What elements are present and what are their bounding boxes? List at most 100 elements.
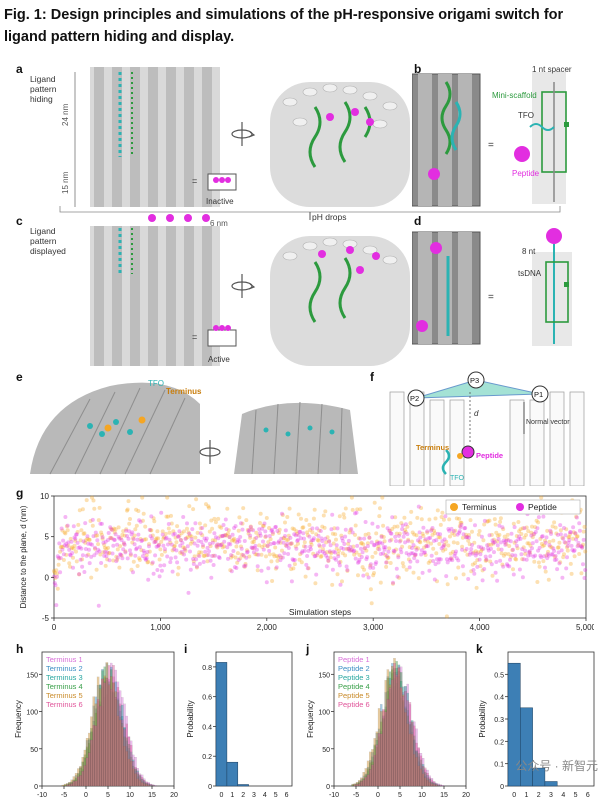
histogram-bar-peptide-4 [417, 753, 420, 787]
histogram-bar-peptide-4 [373, 744, 376, 787]
legend-box [445, 499, 581, 515]
scatter-point-terminus [546, 577, 551, 582]
histogram-bar-terminus-1 [94, 729, 98, 787]
scatter-point-peptide [372, 542, 377, 547]
scatter-point-terminus [370, 554, 375, 559]
scatter-point-terminus [77, 508, 82, 513]
scatter-point-peptide [74, 532, 79, 537]
scatter-point-terminus [437, 542, 442, 546]
scatter-point-peptide [498, 558, 503, 563]
histogram-bar-terminus-2 [94, 696, 98, 787]
histogram-bar-peptide-5 [435, 784, 438, 787]
scatter-point-peptide [144, 557, 148, 562]
histogram-bar-peptide-5 [419, 769, 423, 787]
scatter-point-terminus [527, 541, 531, 546]
scatter-point-peptide [267, 548, 272, 553]
panel-a-side-label: Ligand pattern hiding [30, 74, 57, 104]
histogram-bar-terminus-6 [77, 776, 80, 787]
scatter-point-terminus [428, 559, 433, 564]
scatter-point-terminus [313, 581, 318, 586]
scatter-point-terminus [581, 542, 585, 547]
scatter-point-terminus [479, 547, 484, 552]
scatter-point-peptide [432, 538, 436, 543]
scatter-point-terminus [167, 530, 172, 535]
histogram-bar-peptide-2 [399, 698, 403, 787]
y-tick-label: 150 [318, 672, 330, 679]
scatter-point-terminus [263, 535, 268, 539]
scatter-point-peptide [108, 525, 113, 530]
scatter-point-peptide [72, 535, 77, 540]
histogram-bar-terminus-6 [92, 725, 95, 787]
scatter-point-terminus [91, 498, 96, 503]
scatter-point-peptide [386, 549, 391, 554]
histogram-bar-terminus-4 [127, 744, 131, 787]
scatter-point-peptide [57, 541, 62, 546]
histogram-bar-terminus-6 [123, 728, 126, 787]
scatter-point-terminus [312, 507, 317, 512]
scatter-point-peptide [310, 526, 315, 531]
histogram-bar-peptide-2 [437, 785, 440, 787]
histogram-bar-terminus-5 [121, 726, 124, 787]
scatter-point-peptide [441, 544, 446, 549]
scatter-point-peptide [194, 564, 199, 569]
histogram-bar-terminus-5 [123, 746, 126, 787]
scatter-point-terminus [161, 536, 166, 541]
scatter-point-terminus [127, 521, 132, 526]
scatter-point-peptide [70, 551, 75, 555]
histogram-bar-peptide-4 [406, 715, 409, 787]
histogram-bar-peptide-6 [432, 781, 436, 787]
scatter-point-terminus [254, 530, 259, 535]
scatter-point-terminus [337, 548, 341, 553]
scatter-point-terminus [256, 533, 261, 538]
scatter-point-terminus [87, 537, 92, 542]
histogram-bar-peptide-6 [364, 776, 368, 787]
scatter-point-terminus [132, 533, 137, 538]
histogram-bar-terminus-6 [149, 784, 153, 787]
histogram-bar-peptide-5 [432, 784, 436, 787]
scatter-point-terminus [383, 552, 388, 557]
histogram-bar-terminus-6 [121, 719, 124, 787]
scatter-point-peptide [311, 536, 316, 541]
scatter-point-terminus [217, 524, 222, 529]
rotate-icon [231, 122, 256, 146]
x-tick-label: 15 [148, 792, 156, 799]
scatter-point-terminus [411, 570, 416, 575]
scatter-point-terminus [249, 527, 254, 532]
scatter-point-terminus [454, 576, 458, 581]
x-tick-label: 5 [274, 792, 278, 799]
scatter-point-peptide [236, 557, 241, 562]
scatter-point-terminus [353, 532, 357, 537]
scatter-point-peptide [484, 557, 489, 562]
scatter-point-peptide [116, 534, 121, 539]
y-tick-label: 0 [208, 784, 212, 791]
scatter-point-peptide [569, 543, 574, 548]
scatter-point-peptide [229, 553, 234, 558]
histogram-bar-peptide-3 [351, 785, 354, 787]
scatter-point-terminus [299, 560, 304, 565]
scatter-point-terminus [259, 552, 264, 557]
histogram-bar-terminus-5 [61, 784, 65, 787]
scatter-point-terminus [235, 560, 240, 565]
scatter-point-peptide [388, 531, 393, 536]
scatter-point-terminus [78, 538, 83, 543]
scatter-point-terminus [242, 564, 247, 569]
scatter-point-terminus [246, 531, 251, 536]
scatter-point-terminus [445, 582, 450, 587]
histogram-bar-terminus-2 [143, 782, 146, 787]
scatter-point-terminus [442, 543, 447, 547]
histogram-bar-peptide-2 [380, 704, 383, 787]
scatter-point-peptide [141, 548, 146, 553]
histogram-bar-peptide-6 [408, 702, 412, 787]
scatter-point-terminus [532, 559, 537, 564]
scatter-point-terminus [571, 530, 576, 535]
histogram-bar-peptide-4 [404, 708, 407, 787]
histogram-bar-peptide-4 [382, 718, 385, 787]
scatter-point-terminus [283, 543, 288, 548]
scatter-point-peptide [272, 541, 277, 546]
scatter-point-terminus [454, 516, 459, 521]
scatter-point-terminus [125, 508, 129, 513]
scatter-point-terminus [220, 545, 225, 550]
scatter-point-peptide [496, 537, 501, 541]
scatter-point-terminus [58, 549, 63, 554]
histogram-bar-peptide-3 [364, 774, 368, 787]
